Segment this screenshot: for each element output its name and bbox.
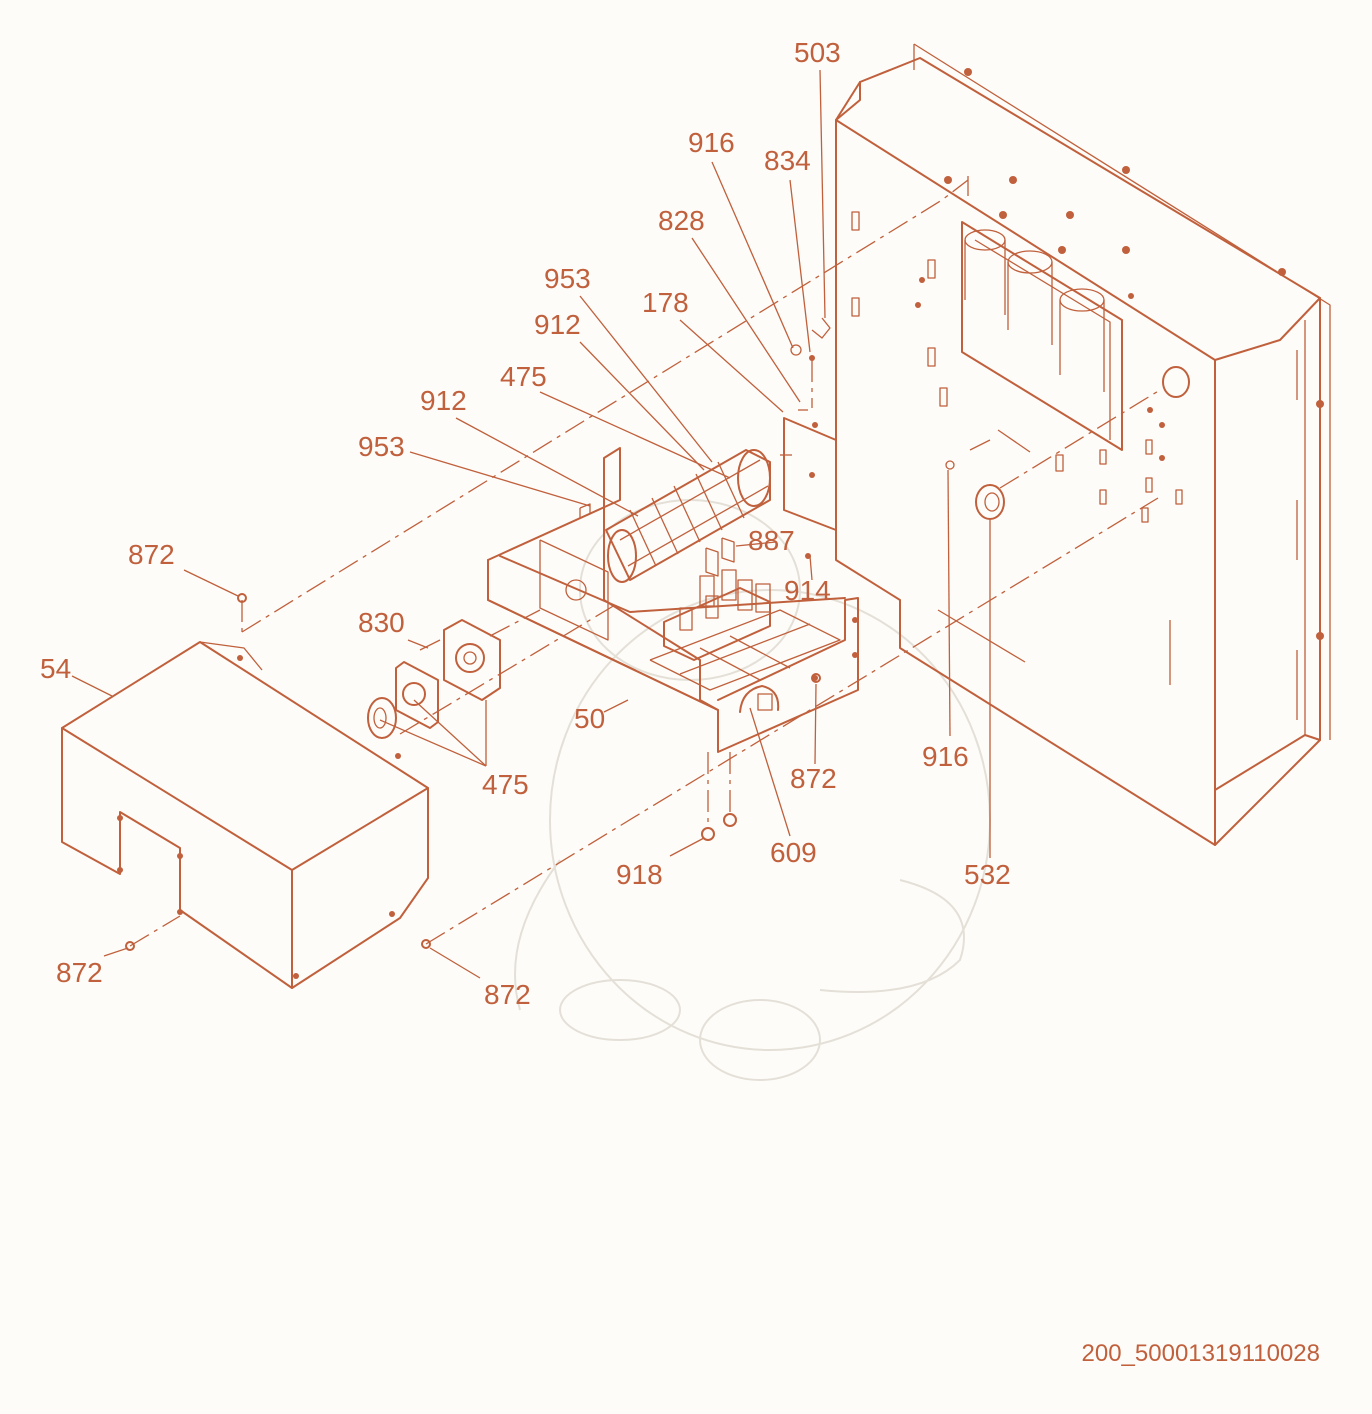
fasteners: [125, 593, 821, 951]
callout-872-center: 872: [790, 763, 837, 794]
callout-54: 54: [40, 653, 71, 684]
callout-872-lower-left: 872: [56, 957, 103, 988]
callout-503: 503: [794, 37, 841, 68]
callout-475-bottom: 475: [482, 769, 529, 800]
callout-912-left: 912: [420, 385, 467, 416]
callout-830: 830: [358, 607, 405, 638]
cabinet-housing: [835, 43, 1331, 846]
leader-lines: [71, 69, 991, 979]
callout-50: 50: [574, 703, 605, 734]
callout-609: 609: [770, 837, 817, 868]
callout-834: 834: [764, 145, 811, 176]
callout-872-upper: 872: [128, 539, 175, 570]
callout-labels: 503 916 834 828 953 178 912 475 912 953 …: [40, 37, 1011, 1010]
callout-914: 914: [784, 575, 831, 606]
callout-916-right: 916: [922, 741, 969, 772]
callout-953-left: 953: [358, 431, 405, 462]
drawing-code: 200_50001319110028: [1081, 1340, 1320, 1367]
callout-912: 912: [534, 309, 581, 340]
callout-872-lower-center: 872: [484, 979, 531, 1010]
callout-178: 178: [642, 287, 689, 318]
pump-unit: [367, 619, 501, 739]
callout-916: 916: [688, 127, 735, 158]
bracket-plate: [780, 317, 837, 559]
callout-828: 828: [658, 205, 705, 236]
inner-chassis: [487, 447, 859, 753]
callout-532: 532: [964, 859, 1011, 890]
callout-475-top: 475: [500, 361, 547, 392]
callout-918: 918: [616, 859, 663, 890]
callout-887: 887: [748, 525, 795, 556]
assembly-axes: [129, 176, 1161, 947]
callout-953: 953: [544, 263, 591, 294]
cover-panel: [61, 641, 429, 989]
